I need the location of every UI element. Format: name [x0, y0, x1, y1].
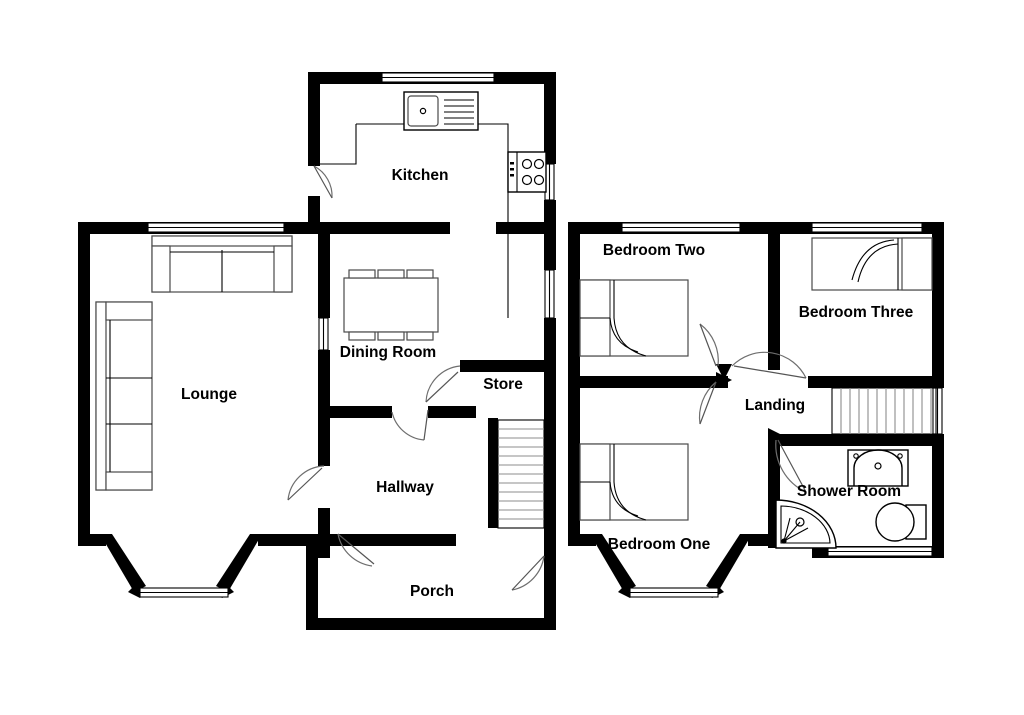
wall-kitchen-east-a: [544, 72, 556, 164]
door-hallway-porch: [337, 533, 375, 567]
window-bedroom-two: [621, 222, 741, 233]
window-kitchen-east-lower: [544, 269, 555, 319]
bed-two-icon: [579, 279, 689, 357]
room-label-store: Store: [483, 376, 523, 393]
sofa-left-icon: [95, 301, 153, 491]
door-dining-hall: [391, 409, 429, 441]
bay-glass-front: [139, 587, 229, 598]
wall-first-east-a: [932, 222, 944, 388]
ground-staircase-icon: [497, 419, 545, 529]
wall-stair-west: [488, 418, 498, 528]
room-label-dining-room: Dining Room: [340, 344, 436, 361]
first-staircase-icon: [831, 387, 937, 435]
wall-kitchen-east-b: [544, 200, 556, 270]
first-floor-doors: [698, 323, 807, 493]
room-label-landing: Landing: [745, 397, 805, 414]
sink-icon: [403, 91, 479, 131]
window-lounge-east: [318, 317, 329, 351]
door-store: [425, 365, 461, 403]
wall-shower-north: [780, 434, 944, 446]
hob-icon: [507, 151, 547, 193]
window-lounge-bay: [100, 534, 262, 598]
room-label-porch: Porch: [410, 583, 454, 600]
window-bedroom-three: [811, 222, 923, 233]
bay-glass-left: [105, 537, 146, 590]
bed-one-icon: [579, 443, 689, 521]
wall-lounge-bay-right-jamb: [258, 534, 330, 546]
wall-lounge-bay-left-jamb: [78, 534, 106, 546]
quadrant-shower-icon: [775, 499, 837, 549]
wall-bedroom-one-bay-left-jamb: [568, 534, 596, 546]
wall-bedroom-two-south: [568, 376, 728, 388]
sofa-top-icon: [151, 235, 293, 293]
wall-bedroom-three-south: [808, 376, 944, 388]
room-label-bedroom-one: Bedroom One: [608, 536, 711, 553]
wall-kitchen-south-east: [496, 222, 546, 234]
lounge-furniture: [95, 235, 293, 491]
wash-basin-icon: [847, 449, 909, 487]
window-kitchen-north: [381, 72, 495, 83]
window-shower-room: [827, 546, 933, 557]
first-floor-windows: [590, 222, 943, 598]
bay-glass-right: [216, 537, 257, 590]
dining-table-icon: [343, 269, 439, 341]
room-label-hallway: Hallway: [376, 479, 434, 496]
wall-porch-west: [306, 546, 318, 630]
room-label-bedroom-three: Bedroom Three: [799, 304, 914, 321]
door-bedroom-one: [698, 381, 717, 425]
ground-floor-doors: [287, 165, 545, 591]
room-label-lounge: Lounge: [181, 386, 237, 403]
wall-hallway-north: [330, 406, 392, 418]
jamb-landing-bottom: [768, 428, 784, 444]
wall-lounge-east-d: [318, 508, 330, 558]
wall-dining-north: [330, 222, 450, 234]
room-label-shower-room: Shower Room: [797, 483, 901, 500]
wall-lounge-east-b: [318, 350, 330, 418]
first-floor-group: Bedroom Two Bedroom Three Landing Bedroo…: [568, 222, 944, 598]
door-lounge: [287, 465, 325, 501]
wall-porch-south: [306, 618, 556, 630]
wall-lounge-east-c: [318, 406, 330, 466]
worktop-left-return: [320, 124, 357, 165]
door-bedroom-two: [699, 323, 719, 367]
wall-hallway-north-b: [428, 406, 476, 418]
room-label-bedroom-two: Bedroom Two: [603, 242, 705, 259]
jamb-landing-top: [716, 364, 732, 380]
kitchen-fixtures: [320, 91, 547, 318]
wall-first-east-b: [932, 434, 944, 558]
wall-porch-north: [330, 534, 456, 546]
wall-kitchen-east-c: [544, 318, 556, 630]
door-bedroom-three: [731, 351, 807, 379]
window-landing-east: [932, 387, 943, 435]
wall-lounge-east-a: [318, 222, 330, 318]
wall-lounge-west: [78, 222, 90, 546]
ground-floor-group: Kitchen Lounge Dining Room Store Hallway…: [78, 72, 556, 630]
door-porch-entrance: [511, 555, 545, 591]
bed-three-icon: [811, 237, 933, 291]
wall-store-north: [460, 360, 546, 372]
window-lounge-north: [147, 222, 285, 233]
toilet-icon: [875, 502, 927, 542]
door-shower-room: [775, 439, 807, 493]
ground-floor-windows: [100, 72, 555, 598]
room-label-kitchen: Kitchen: [392, 167, 449, 184]
wall-kitchen-west-upper: [308, 72, 320, 166]
window-bedroom-one-bay: [590, 534, 752, 598]
wall-kitchen-west-lower: [308, 196, 320, 228]
door-kitchen: [313, 165, 333, 199]
jamb-landing-left: [716, 372, 732, 388]
wall-bedroom-two-east: [768, 234, 780, 370]
dining-furniture: [343, 269, 439, 341]
